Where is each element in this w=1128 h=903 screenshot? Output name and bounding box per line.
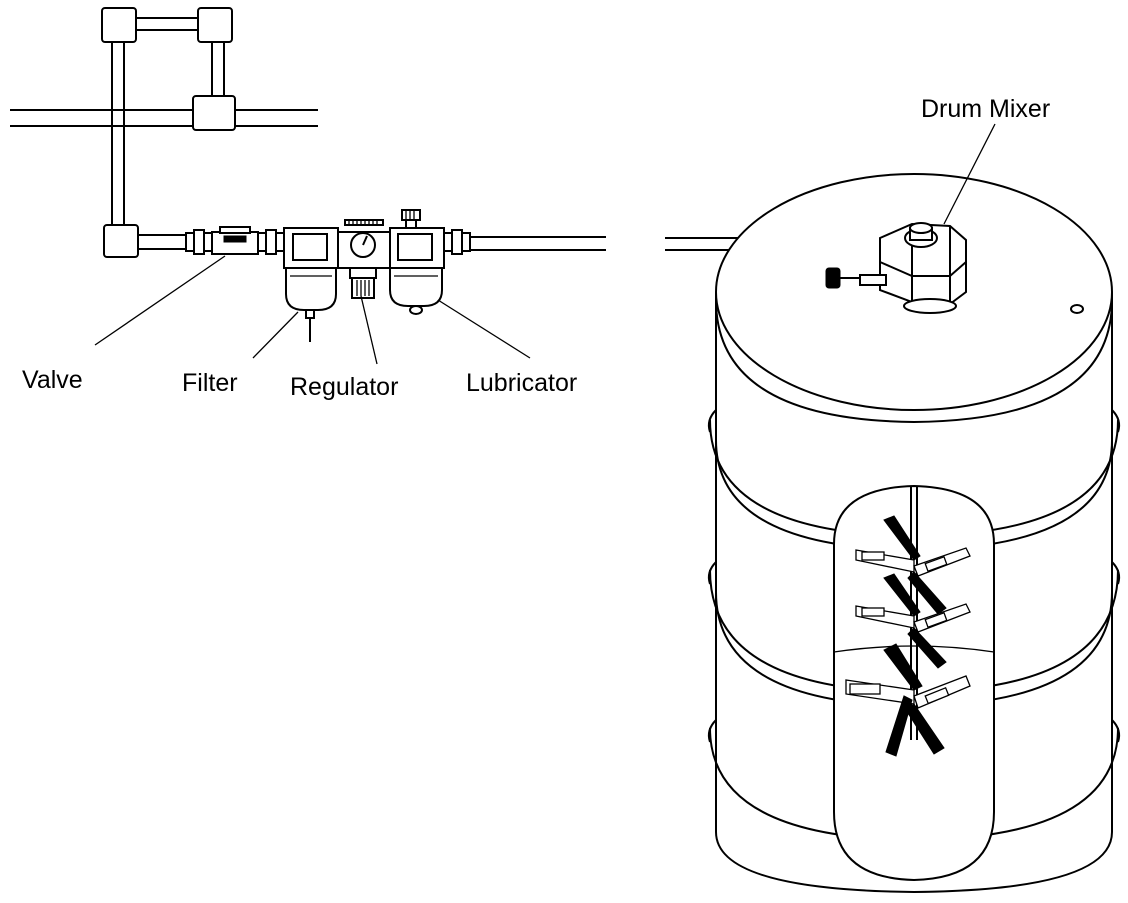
impeller-upper: [855, 515, 971, 615]
filter-unit: [283, 227, 339, 342]
drum-mixer-motor: [825, 222, 967, 314]
drum-mixer-leader-line: [943, 123, 996, 225]
filter-label: Filter: [182, 369, 238, 397]
regulator-label: Regulator: [290, 373, 398, 401]
impeller-middle: [855, 573, 971, 669]
lubricator-leader-line: [437, 299, 531, 359]
regulator-unit: [337, 219, 391, 299]
filter-leader-line: [252, 311, 299, 359]
lubricator-unit: [389, 209, 606, 315]
valve-assembly: [185, 226, 285, 255]
air-supply-piping: [10, 7, 318, 258]
drum-mixer-label: Drum Mixer: [921, 95, 1050, 123]
valve-leader-line: [94, 255, 226, 346]
leader-lines: [94, 123, 996, 365]
impeller-lower: [845, 643, 971, 757]
valve-label: Valve: [22, 366, 83, 394]
regulator-leader-line: [360, 295, 378, 365]
lubricator-label: Lubricator: [466, 369, 577, 397]
